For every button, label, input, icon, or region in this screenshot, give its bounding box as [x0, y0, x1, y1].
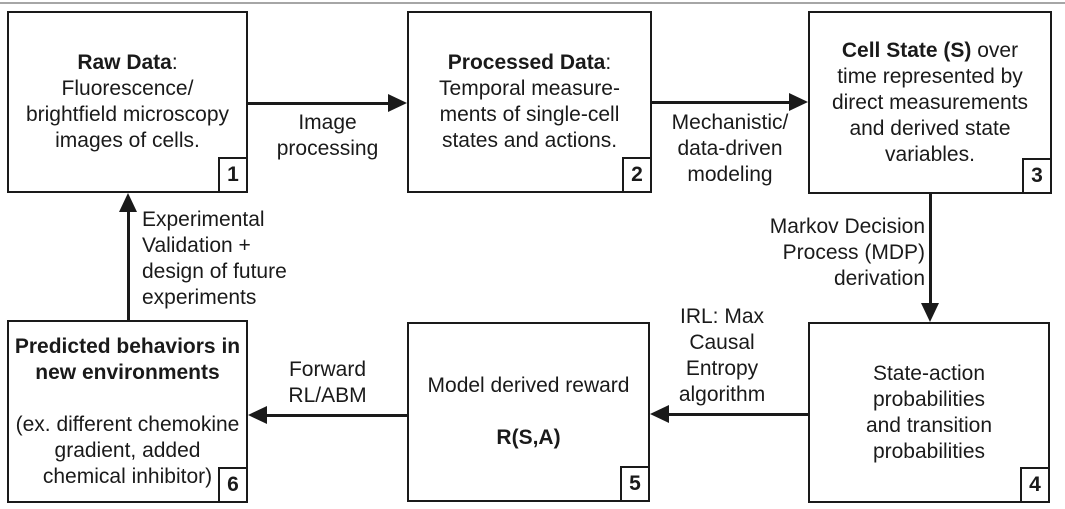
box-processed-data-body: : Temporal measure- ments of single-cell…	[439, 51, 620, 152]
arrow-cell-state-to-probabilities	[928, 194, 932, 304]
label-forward-rl-abm: Forward RL/ABM	[288, 358, 367, 407]
label-mdp-derivation: Markov Decision Process (MDP) derivation	[769, 215, 925, 290]
step-badge-5: 5	[620, 466, 648, 500]
arrow-probabilities-to-reward	[669, 412, 808, 416]
arrow-processed-to-cell-state	[652, 100, 790, 104]
step-badge-1: 1	[218, 157, 246, 191]
box-cell-state-text: Cell State (S) over time represented by …	[830, 38, 1030, 168]
arrowhead-reward-to-predicted-icon	[248, 406, 267, 424]
box-raw-data-title: Raw Data	[77, 51, 172, 74]
box-model-derived-reward-text: Model derived reward R(S,A)	[426, 347, 632, 477]
box-raw-data: Raw Data: Fluorescence/ brightfield micr…	[7, 11, 248, 193]
label-irl-max-causal-entropy: IRL: Max Causal Entropy algorithm	[678, 305, 766, 406]
arrow-reward-to-predicted	[267, 413, 407, 417]
box-cell-state-body: over time represented by direct measurem…	[831, 38, 1029, 166]
box-model-derived-reward-formula: R(S,A)	[496, 426, 561, 449]
label-image-processing: Image processing	[276, 111, 379, 160]
step-badge-2: 2	[622, 157, 650, 191]
box-model-derived-reward: Model derived reward R(S,A) 5	[407, 322, 650, 502]
box-state-action-probabilities: State-action probabilities and transitio…	[808, 322, 1050, 503]
arrow-predicted-to-raw	[126, 212, 130, 320]
box-processed-data: Processed Data: Temporal measure- ments …	[407, 11, 652, 193]
arrowhead-probabilities-to-reward-icon	[650, 405, 669, 423]
box-predicted-behaviors: Predicted behaviors in new environments …	[7, 320, 248, 503]
box-cell-state-title: Cell State (S)	[841, 38, 972, 62]
arrow-raw-to-processed	[248, 101, 389, 105]
box-state-action-probabilities-text: State-action probabilities and transitio…	[864, 361, 994, 465]
box-predicted-behaviors-body: (ex. different chemokine gradient, added…	[15, 412, 240, 488]
arrowhead-predicted-to-raw-icon	[119, 193, 137, 212]
label-mechanistic-modeling: Mechanistic/ data-driven modeling	[671, 111, 789, 186]
arrowhead-cell-state-to-probabilities-icon	[921, 303, 939, 322]
label-experimental-validation: Experimental Validation + design of futu…	[142, 208, 287, 309]
step-badge-4: 4	[1020, 467, 1048, 501]
top-divider	[0, 2, 1065, 4]
arrowhead-processed-to-cell-state-icon	[789, 93, 808, 111]
box-state-action-probabilities-body: State-action probabilities and transitio…	[865, 361, 993, 463]
box-processed-data-text: Processed Data: Temporal measure- ments …	[437, 50, 622, 154]
box-raw-data-body: : Fluorescence/ brightfield microscopy i…	[25, 51, 230, 152]
step-badge-6: 6	[218, 467, 246, 501]
arrowhead-raw-to-processed-icon	[388, 94, 407, 112]
box-predicted-behaviors-text: Predicted behaviors in new environments …	[13, 308, 242, 509]
step-badge-3: 3	[1022, 158, 1050, 192]
box-cell-state: Cell State (S) over time represented by …	[808, 11, 1052, 194]
box-raw-data-text: Raw Data: Fluorescence/ brightfield micr…	[24, 50, 231, 154]
box-predicted-behaviors-title: Predicted behaviors in new environments	[14, 334, 241, 384]
box-model-derived-reward-line1: Model derived reward	[427, 374, 630, 397]
box-processed-data-title: Processed Data	[447, 51, 606, 74]
